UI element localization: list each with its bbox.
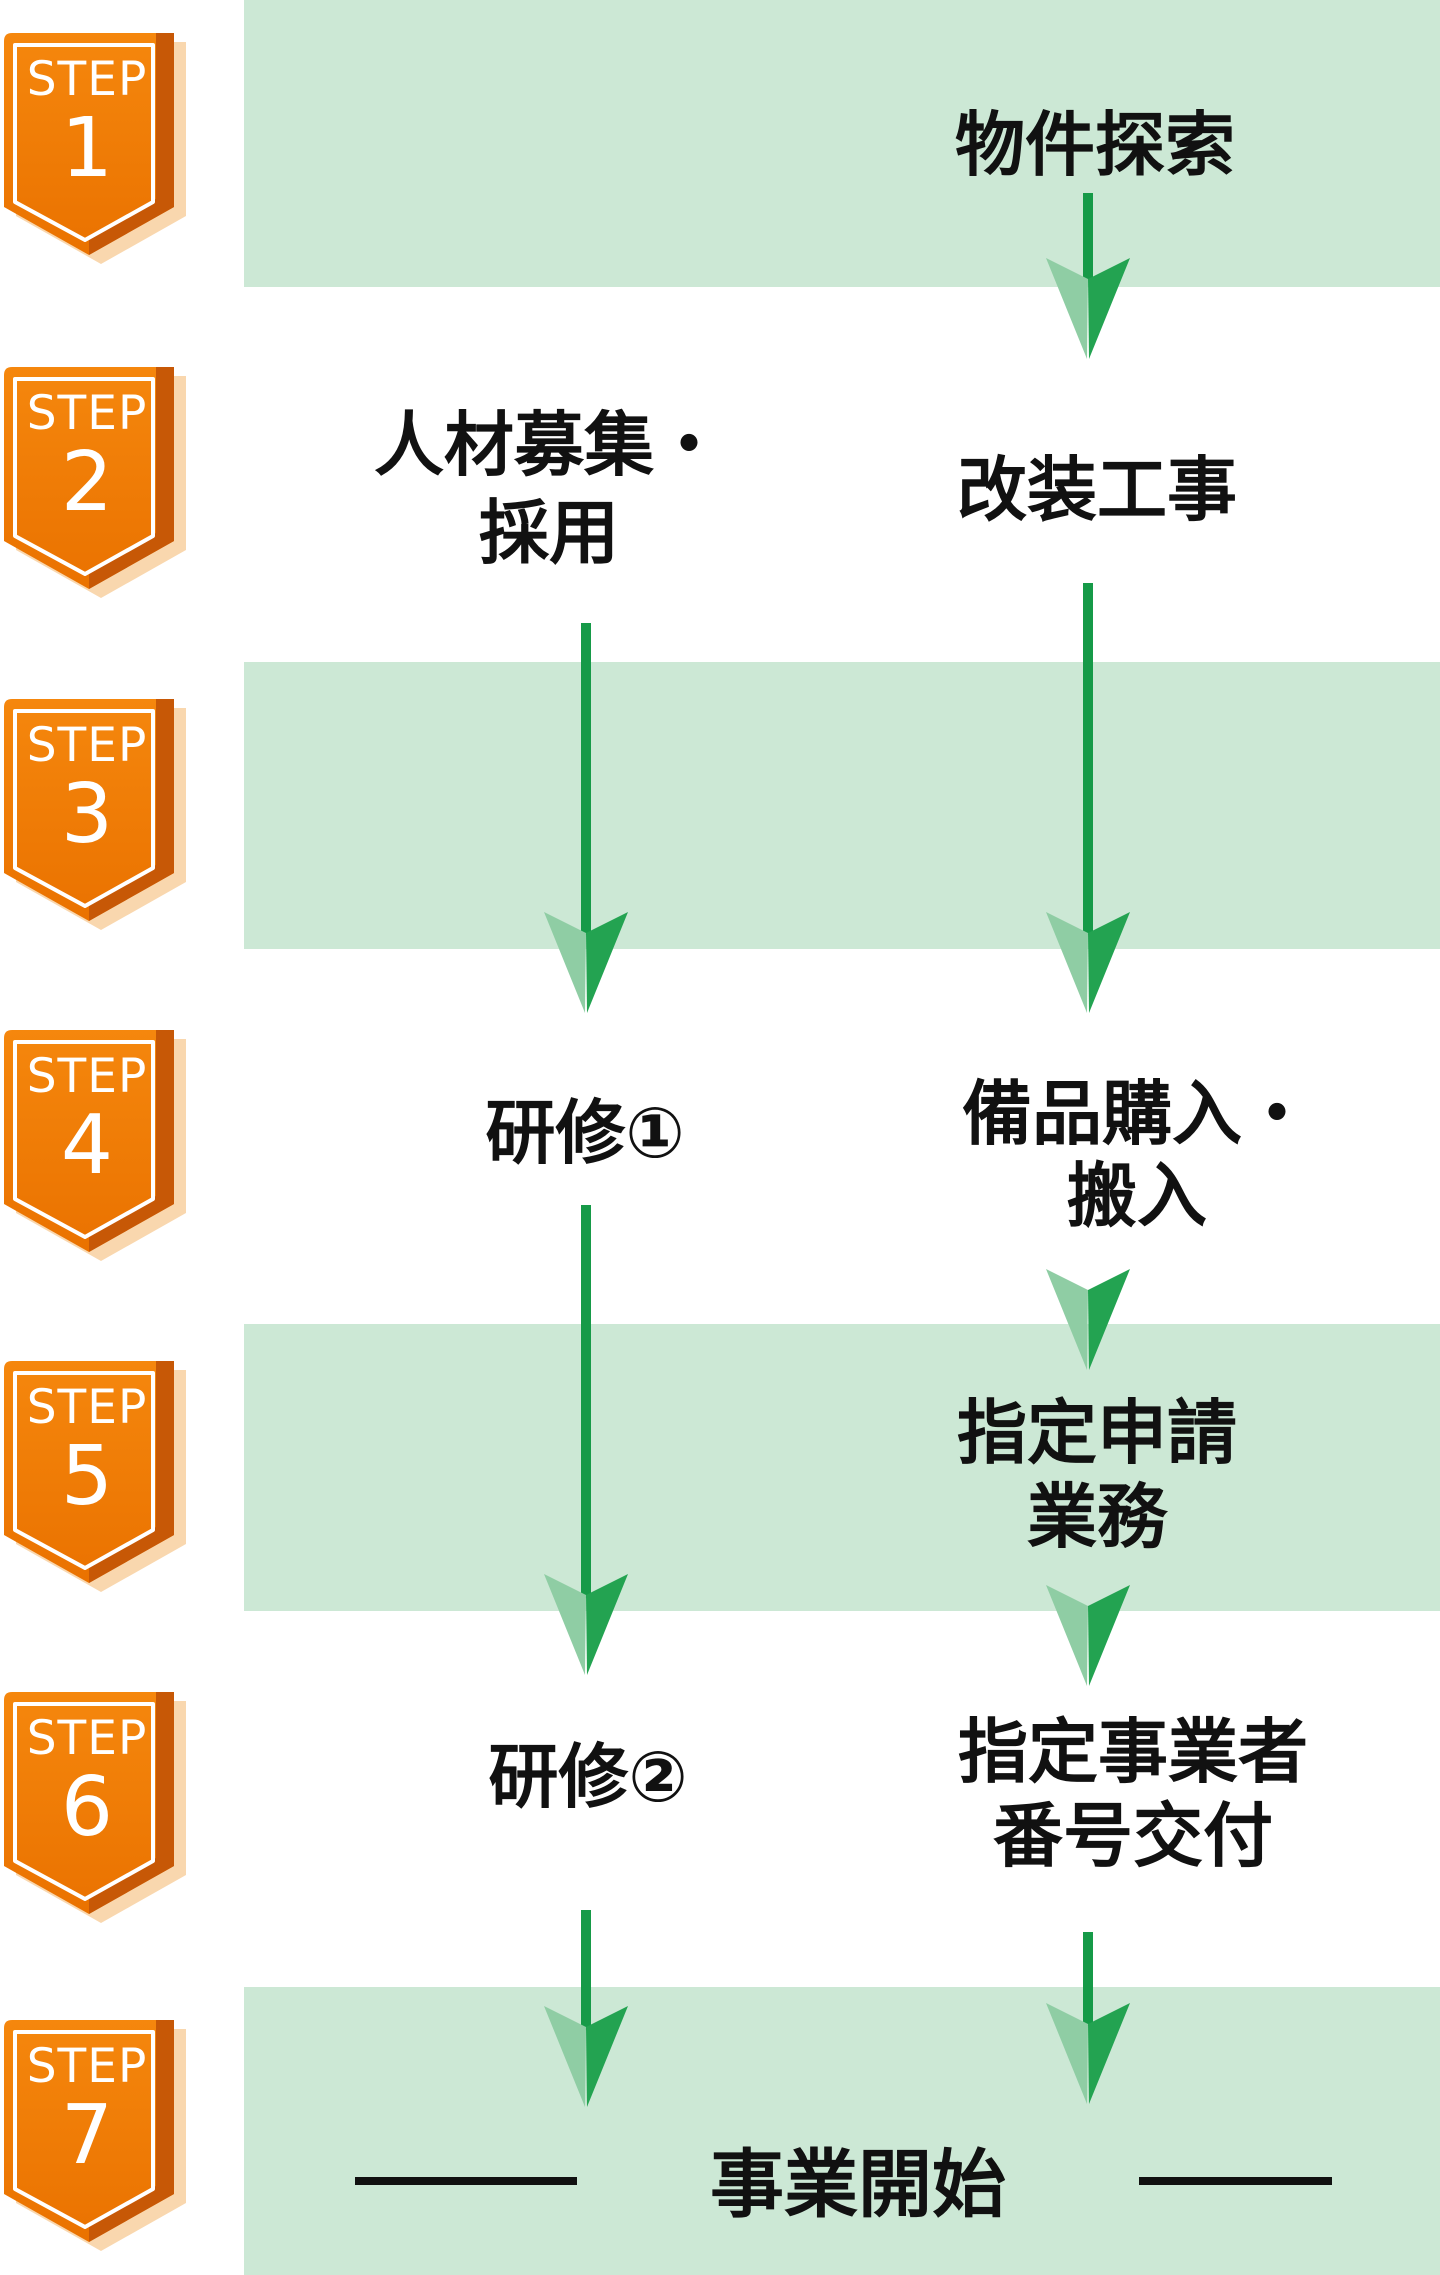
node-number-issue: 指定事業者 番号交付	[958, 1711, 1308, 1877]
arrow-property-to-renovation-head-icon	[1046, 258, 1130, 360]
step-badge-1: STEP 1	[4, 33, 190, 266]
node-property-search: 物件探索	[955, 104, 1235, 186]
node-business-start: 事業開始	[710, 2142, 1006, 2228]
goal-left-dash	[355, 2177, 577, 2185]
step-badge-2: STEP 2	[4, 367, 190, 600]
green-band-step5	[244, 1324, 1440, 1611]
arrow-number-to-start-head-icon	[1046, 2003, 1130, 2105]
step-label: STEP	[26, 52, 148, 107]
step-label: STEP	[26, 2039, 148, 2094]
arrow-training1-to-training2-stem	[581, 1205, 591, 1598]
goal-right-dash	[1139, 2177, 1332, 2185]
green-band-step1	[244, 0, 1440, 287]
arrow-recruit-to-training1-stem	[581, 623, 591, 935]
arrow-property-to-renovation-stem	[1083, 193, 1093, 280]
node-recruit: 人材募集・ 採用	[374, 404, 724, 574]
ribbon-icon	[4, 2020, 186, 2251]
step-label: STEP	[26, 718, 148, 773]
arrow-number-to-start-stem	[1083, 1932, 1093, 2026]
step-number: 5	[60, 1429, 114, 1524]
ribbon-icon	[4, 1030, 186, 1261]
step-label: STEP	[26, 1711, 148, 1766]
arrow-application-to-number-head-icon	[1046, 1585, 1130, 1687]
arrow-renovation-to-equipment-stem	[1083, 583, 1093, 935]
node-training2: 研修②	[488, 1736, 688, 1818]
step-number: 1	[60, 101, 114, 196]
step-badge-4: STEP 4	[4, 1030, 190, 1263]
green-band-step7	[244, 1987, 1440, 2275]
step-number: 2	[60, 435, 114, 530]
green-band-step3	[244, 662, 1440, 949]
ribbon-icon	[4, 699, 186, 930]
step-badge-7: STEP 7	[4, 2020, 190, 2253]
arrow-equipment-to-application-head-icon	[1046, 1269, 1130, 1371]
node-renovation: 改装工事	[957, 449, 1237, 531]
step-label: STEP	[26, 386, 148, 441]
ribbon-icon	[4, 367, 186, 598]
step-label: STEP	[26, 1380, 148, 1435]
node-application: 指定申請 業務	[957, 1392, 1237, 1558]
step-number: 7	[60, 2088, 114, 2183]
step-badge-3: STEP 3	[4, 699, 190, 932]
node-training1: 研修①	[485, 1092, 685, 1174]
node-equipment: 備品購入・ 搬入	[962, 1073, 1312, 1237]
ribbon-icon	[4, 1692, 186, 1923]
arrow-training1-to-training2-head-icon	[544, 1574, 628, 1676]
ribbon-icon	[4, 1361, 186, 1592]
step-badge-6: STEP 6	[4, 1692, 190, 1925]
arrow-renovation-to-equipment-head-icon	[1046, 912, 1130, 1014]
step-number: 4	[60, 1098, 114, 1193]
step-number: 3	[60, 767, 114, 862]
ribbon-icon	[4, 33, 186, 264]
step-number: 6	[60, 1760, 114, 1855]
arrow-training2-to-start-stem	[581, 1910, 591, 2030]
step-badge-5: STEP 5	[4, 1361, 190, 1594]
arrow-training2-to-start-head-icon	[544, 2006, 628, 2108]
step-label: STEP	[26, 1049, 148, 1104]
arrow-recruit-to-training1-head-icon	[544, 912, 628, 1014]
